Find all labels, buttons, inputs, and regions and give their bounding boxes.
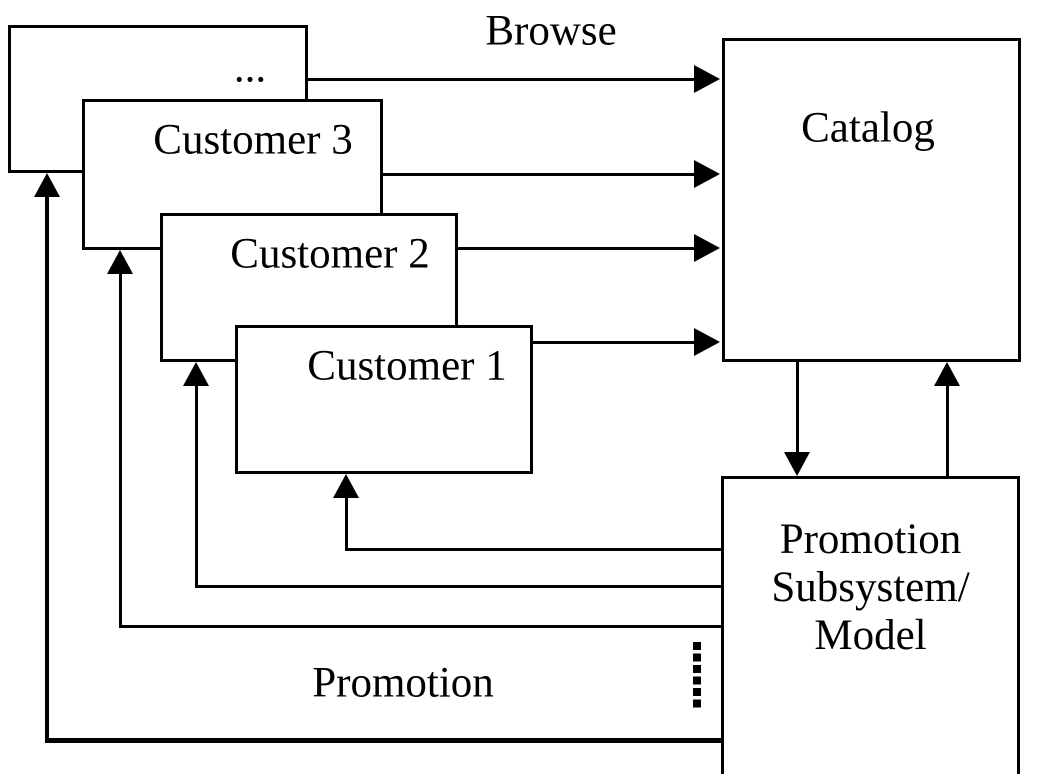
browse-edge-label: Browse (485, 7, 617, 55)
customer3-label: Customer 3 (153, 116, 353, 164)
vertical-ellipsis-dots-icon (693, 642, 701, 709)
promotion-arrow-customer1-hline (345, 548, 721, 551)
promotion-subsystem-label-line2: Subsystem/ (771, 564, 970, 611)
customer1-label: Customer 1 (307, 342, 507, 390)
promotion-edge-label: Promotion (312, 659, 494, 707)
catalog-to-promotion-head-icon (784, 452, 810, 476)
browse-arrow-customer3-line (383, 173, 695, 176)
browse-arrow-customer1-head-icon (694, 328, 720, 356)
promotion-arrow-customer1-head-icon (333, 474, 359, 498)
promotion-arrow-customer2-vline (195, 386, 198, 588)
promotion-arrow-customer3-hline (119, 625, 721, 628)
customer1-box (235, 325, 533, 474)
browse-arrow-customer1-line (533, 341, 695, 344)
more-customers-label: ... (233, 44, 267, 92)
catalog-label: Catalog (801, 104, 935, 152)
promotion-arrow-customer3-head-icon (107, 250, 133, 274)
browse-arrow-more-head-icon (694, 65, 720, 93)
promotion-arrow-customer2-hline (195, 585, 721, 588)
promotion-arrow-customer3-vline (119, 274, 122, 628)
browse-arrow-customer2-line (457, 247, 695, 250)
promotion-arrow-more-hline (45, 738, 721, 743)
browse-arrow-customer3-head-icon (694, 160, 720, 188)
catalog-to-promotion-line (796, 362, 799, 452)
promotion-subsystem-label-line3: Model (814, 612, 927, 659)
browse-arrow-more-line (308, 78, 695, 81)
browse-arrow-customer2-head-icon (694, 234, 720, 262)
promotion-to-catalog-line (946, 386, 949, 476)
promotion-arrow-customer1-vline (345, 498, 348, 551)
promotion-arrow-more-vline (45, 197, 49, 743)
customer2-label: Customer 2 (230, 230, 430, 278)
promotion-subsystem-label-line1: Promotion (779, 516, 962, 563)
catalog-box (722, 38, 1021, 362)
promotion-arrow-more-head-icon (34, 173, 60, 197)
promotion-subsystem-label: Promotion Subsystem/ Model (721, 516, 1020, 660)
promotion-to-catalog-head-icon (934, 362, 960, 386)
promotion-subsystem-box (721, 476, 1020, 774)
promotion-arrow-customer2-head-icon (183, 362, 209, 386)
